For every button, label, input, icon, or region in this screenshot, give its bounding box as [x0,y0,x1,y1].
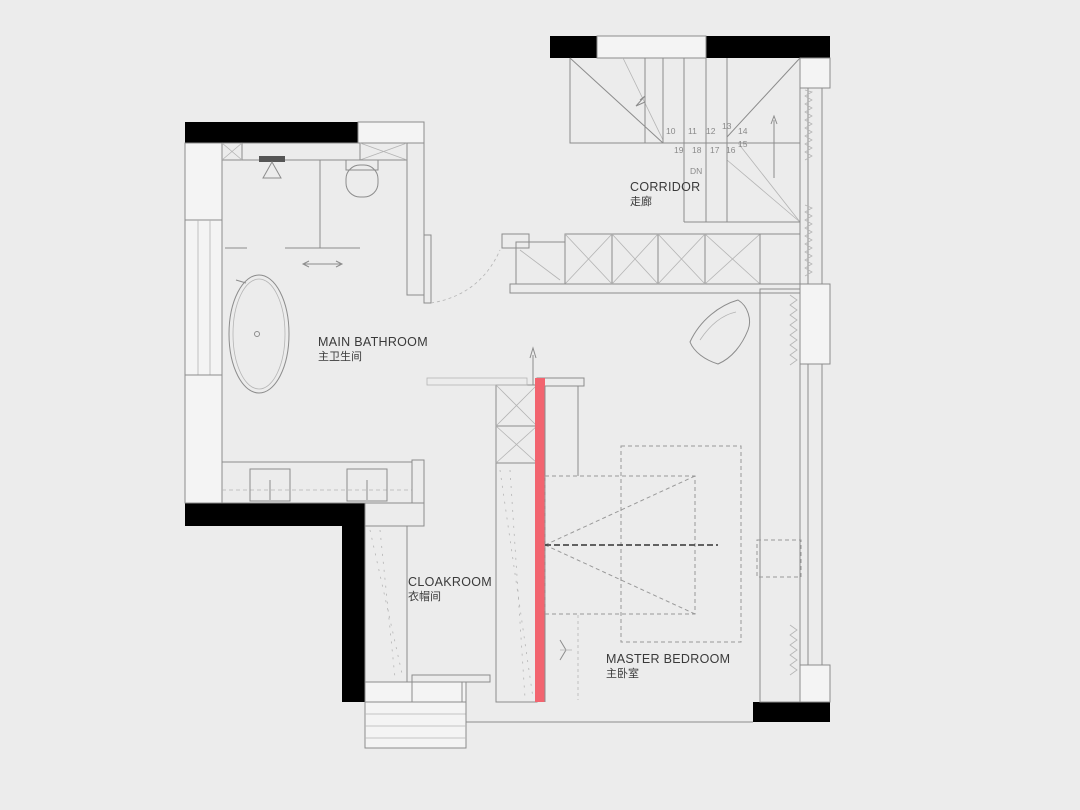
stair-step-13: 13 [722,121,732,131]
stair-step-16: 16 [726,145,736,155]
stair-numbers: 10 11 12 13 14 19 18 17 16 15 DN [666,121,748,176]
room-label-master-bedroom: MASTER BEDROOM 主卧室 [606,652,730,680]
bathroom-fixtures [221,142,501,304]
stair-step-17: 17 [710,145,720,155]
main-bathroom-name-cn: 主卫生间 [318,349,362,363]
master-bedroom-name-cn: 主卧室 [606,666,639,680]
stair-step-14: 14 [738,126,748,136]
cloakroom-shelving [364,346,585,703]
stair-step-18: 18 [692,145,702,155]
stair-step-15: 15 [738,139,748,149]
vanity-counter [221,459,425,504]
stair-step-12: 12 [706,126,716,136]
master-bedroom-furniture [544,288,802,703]
exterior-walls [185,36,830,722]
stair-direction-label: DN [690,166,702,176]
stair-step-11: 11 [688,126,697,136]
window-frames [184,35,831,749]
room-label-corridor: CORRIDOR 走廊 [630,180,700,208]
bathtub-icon [228,274,290,394]
corridor-cabinets [501,233,801,294]
master-bedroom-name: MASTER BEDROOM [606,652,730,666]
chair-icon [689,299,751,365]
corridor-name-cn: 走廊 [630,194,652,208]
room-label-cloakroom: CLOAKROOM 衣帽间 [408,575,492,603]
new-partition-wall [535,378,545,702]
room-label-main-bathroom: MAIN BATHROOM 主卫生间 [318,335,428,363]
stair-step-19: 19 [674,145,684,155]
corridor-name: CORRIDOR [630,180,700,194]
cloakroom-name-cn: 衣帽间 [408,589,441,603]
cloakroom-name: CLOAKROOM [408,575,492,589]
stair-step-10: 10 [666,126,676,136]
main-bathroom-name: MAIN BATHROOM [318,335,428,349]
